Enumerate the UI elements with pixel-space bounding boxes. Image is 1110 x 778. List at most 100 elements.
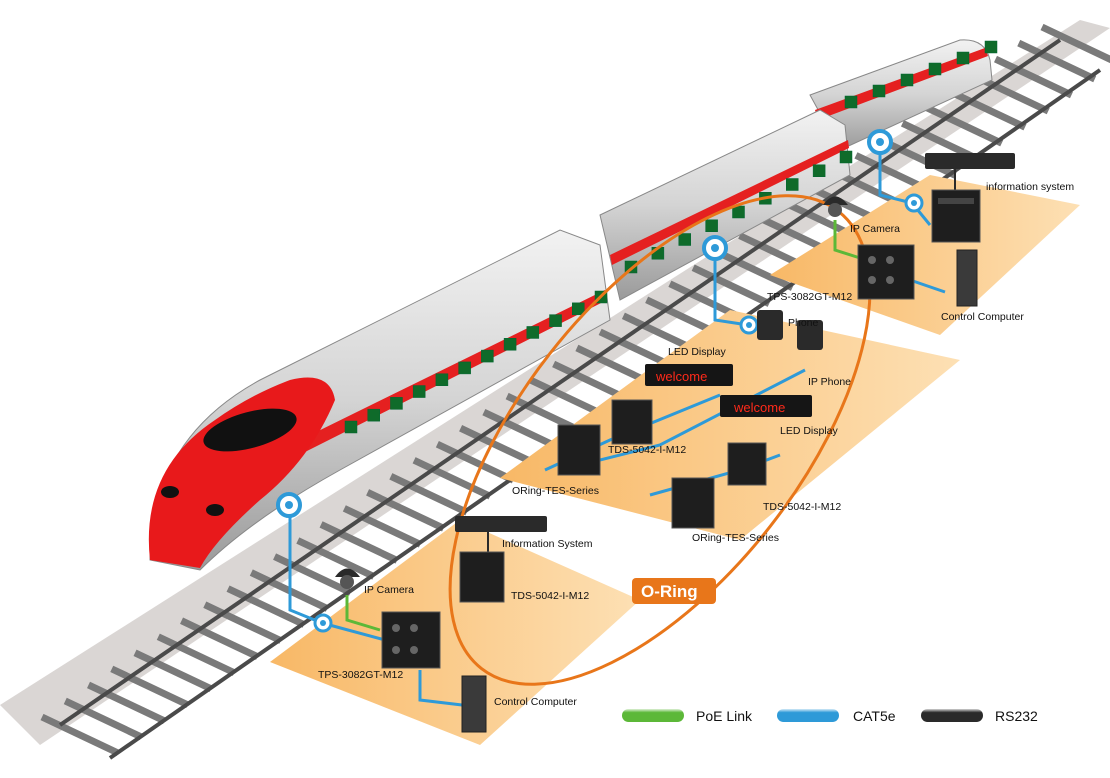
switch-icon xyxy=(557,424,601,476)
led-display-2-text: welcome xyxy=(733,400,785,415)
led-display-icon xyxy=(455,516,547,532)
label-tds-mid-left: TDS-5042-I-M12 xyxy=(608,444,686,456)
connection-node-icon xyxy=(276,492,302,518)
label-led-display-1: LED Display xyxy=(668,346,727,358)
legend-poe-label: PoE Link xyxy=(696,708,753,724)
switch-icon xyxy=(727,442,767,486)
label-info-system-top: information system xyxy=(986,181,1074,193)
train-window xyxy=(786,178,799,191)
o-ring-label-box xyxy=(632,578,716,604)
rail-sleeper xyxy=(63,697,143,741)
device-labels: IP Camera information system TPS-3082GT-… xyxy=(318,181,1074,708)
rail-sleeper xyxy=(691,264,771,307)
rail-sleeper xyxy=(273,553,353,596)
rail-sleeper xyxy=(993,55,1073,99)
switch-icon xyxy=(857,244,915,300)
label-ip-camera-top: IP Camera xyxy=(850,223,900,235)
computer-icon xyxy=(461,675,487,733)
rail-sleeper xyxy=(389,473,469,516)
rail-sleeper xyxy=(342,505,422,548)
rail-sleeper xyxy=(296,537,376,580)
label-phone: Phone xyxy=(788,317,819,329)
rail-sleeper xyxy=(714,248,794,291)
label-tps-bottom: TPS-3082GT-M12 xyxy=(318,669,403,681)
switch-icon xyxy=(459,551,505,603)
train-window xyxy=(872,84,886,98)
train xyxy=(148,39,998,571)
rail-sleeper xyxy=(110,665,190,709)
label-info-system-bottom: Information System xyxy=(502,538,593,550)
switch-icon xyxy=(611,399,653,445)
train-window xyxy=(705,219,718,232)
legend-rs232-label: RS232 xyxy=(995,708,1038,724)
phone-icon xyxy=(757,310,783,340)
label-ip-camera-bottom: IP Camera xyxy=(364,584,414,596)
rail-sleeper xyxy=(435,441,515,484)
connection-node-icon xyxy=(702,235,728,261)
o-ring: O-Ring xyxy=(448,194,872,686)
legend-item-poe: PoE Link xyxy=(622,708,753,724)
connection-node-icon xyxy=(904,193,924,213)
train-window xyxy=(481,349,494,363)
train-window xyxy=(928,62,942,76)
legend-item-cat5e: CAT5e xyxy=(777,708,896,724)
connection-nodes xyxy=(276,129,924,633)
rail-sleeper xyxy=(459,424,539,468)
rail-sleeper xyxy=(226,585,306,628)
train-window xyxy=(435,373,449,386)
led-display-icon xyxy=(925,153,1015,169)
switch-icon xyxy=(931,189,981,243)
rail-sleeper xyxy=(947,88,1027,131)
train-window xyxy=(839,150,853,164)
rail-sleeper xyxy=(133,649,213,692)
camera-icon xyxy=(823,196,848,217)
label-oring-tes-right: ORing-TES-Series xyxy=(692,532,779,544)
switch-icon xyxy=(671,477,715,529)
rail-sleeper xyxy=(366,489,446,532)
rail-sleeper xyxy=(40,713,120,757)
poe-links xyxy=(345,220,861,632)
rail-sleeper xyxy=(924,104,1004,147)
label-oring-tes-left: ORing-TES-Series xyxy=(512,485,599,497)
label-control-computer-bottom: Control Computer xyxy=(494,696,577,708)
train-window xyxy=(526,326,540,339)
train-window xyxy=(412,385,426,398)
camera-icon xyxy=(335,568,360,589)
platforms xyxy=(270,175,1080,745)
legend-cat5e-label: CAT5e xyxy=(853,708,896,724)
train-window xyxy=(844,95,858,109)
train-window xyxy=(344,420,358,434)
connection-node-icon xyxy=(313,613,333,633)
train-window xyxy=(390,397,403,410)
rail-sleeper xyxy=(180,617,260,660)
train-window xyxy=(984,40,998,54)
connection-node-icon xyxy=(739,315,759,335)
train-window xyxy=(549,314,562,327)
train-window xyxy=(458,361,471,375)
legend: PoE Link CAT5e RS232 xyxy=(622,708,1038,724)
label-led-display-2: LED Display xyxy=(780,425,839,437)
rail-sleeper xyxy=(1017,39,1097,83)
rail-sleeper xyxy=(1040,23,1110,64)
label-ip-phone: IP Phone xyxy=(808,376,851,388)
rail-sleeper xyxy=(482,408,562,452)
train-window xyxy=(678,233,691,246)
train-window xyxy=(572,302,585,316)
train-window xyxy=(956,51,970,65)
rail-sleeper xyxy=(412,457,492,500)
computer-icon xyxy=(956,249,978,307)
rail-sleeper xyxy=(319,521,399,564)
phone-icon xyxy=(797,320,823,350)
legend-item-rs232: RS232 xyxy=(921,708,1038,724)
label-control-computer-top: Control Computer xyxy=(941,311,1024,323)
switch-icon xyxy=(381,611,441,669)
train-window xyxy=(503,338,517,351)
rail-sleeper xyxy=(156,633,236,676)
led-display-icon xyxy=(645,364,733,386)
train-window xyxy=(900,73,914,87)
o-ring-label: O-Ring xyxy=(641,582,698,601)
label-tds-bottom: TDS-5042-I-M12 xyxy=(511,590,589,602)
train-window xyxy=(812,164,826,177)
label-tds-mid-right: TDS-5042-I-M12 xyxy=(763,501,841,513)
